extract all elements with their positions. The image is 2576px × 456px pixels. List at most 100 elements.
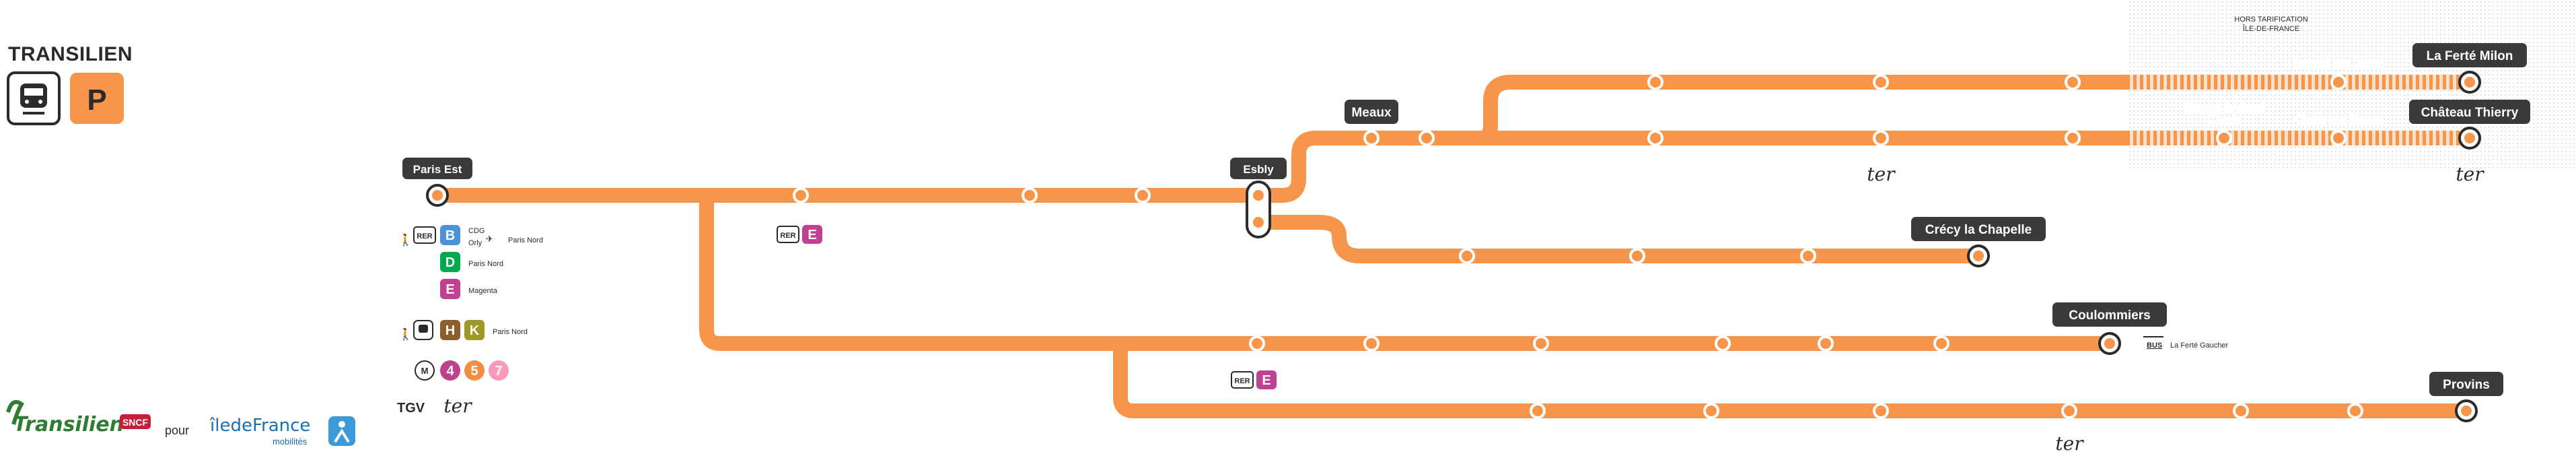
- svg-text:RER: RER: [1234, 377, 1250, 385]
- station-label: Thorigny: [1120, 170, 1166, 183]
- station-nangis[interactable]: Nangis: [1862, 385, 1900, 419]
- station-tournan[interactable]: Tournan: [1236, 318, 1279, 352]
- station-dot[interactable]: [2347, 403, 2363, 419]
- station-dot[interactable]: [2065, 130, 2081, 146]
- station-mormant[interactable]: Mormant: [1688, 385, 1735, 419]
- station-mareuil[interactable]: Mareuil sur Ourcq: [2292, 57, 2385, 90]
- station-label: Nogent l'Artaud: [2185, 101, 2264, 114]
- svg-text:Paris Nord: Paris Nord: [468, 260, 503, 268]
- station-dot[interactable]: [1363, 130, 1380, 146]
- station-dot[interactable]: [1647, 130, 1663, 146]
- station-label: Montbarbin: [1779, 231, 1836, 244]
- station-dot[interactable]: [1419, 130, 1435, 146]
- station-label: Isles Armentières: [1612, 45, 1699, 58]
- station-dot[interactable]: [1873, 130, 1889, 146]
- station-label: Charly: [2207, 113, 2241, 126]
- track-provins: [1113, 336, 2474, 418]
- station-dot[interactable]: [2065, 74, 2081, 90]
- station-dot[interactable]: [1363, 335, 1380, 352]
- station-meaux-stop[interactable]: [1363, 130, 1380, 146]
- station-dot[interactable]: [1459, 248, 1475, 264]
- svg-text:SNCF: SNCF: [122, 417, 149, 428]
- station-dot[interactable]: [793, 187, 809, 203]
- station-dot[interactable]: [1530, 403, 1546, 419]
- station-chezy[interactable]: Chézy sur Marne: [2294, 112, 2383, 146]
- station-label: Longueville: [2040, 386, 2098, 399]
- station-provins[interactable]: Provins: [2429, 372, 2503, 422]
- station-verneuil[interactable]: Verneuil l'Étang: [1497, 385, 1578, 419]
- station-mouroux[interactable]: Mouroux: [1918, 318, 1965, 352]
- svg-text:E: E: [808, 228, 816, 242]
- station-dot[interactable]: [1933, 335, 1949, 352]
- station-changis[interactable]: Changis Saint-Jean: [1604, 112, 1707, 146]
- station-dot[interactable]: [2330, 74, 2347, 90]
- label-coulommiers: Coulommiers: [2069, 308, 2150, 323]
- station-crecy[interactable]: Crécy la Chapelle: [1911, 217, 2046, 267]
- station-paris-est[interactable]: Paris Est: [402, 158, 472, 207]
- station-la-ferte-milon[interactable]: La Ferté Milon: [2412, 43, 2527, 94]
- station-label: Marles: [1354, 306, 1388, 319]
- label-esbly: Esbly: [1243, 163, 1274, 176]
- station-dot[interactable]: [1249, 335, 1265, 352]
- walk-icon: 🚶: [398, 233, 413, 247]
- station-dot[interactable]: [1873, 403, 1889, 419]
- station-label: Condé: [1450, 231, 1484, 244]
- station-dot[interactable]: [1873, 74, 1889, 90]
- station-chateau-thierry[interactable]: Château Thierry ter: [2409, 100, 2530, 185]
- label-chateau-thierry: Château Thierry: [2421, 106, 2519, 120]
- bus-destination: La Ferté Gaucher: [2170, 341, 2229, 350]
- station-dot[interactable]: [2233, 403, 2249, 419]
- station-dot[interactable]: [2330, 130, 2347, 146]
- station-dot[interactable]: [1703, 403, 1719, 419]
- station-dot[interactable]: [1818, 335, 1834, 352]
- station-dot[interactable]: [2216, 130, 2232, 146]
- station-trilport[interactable]: Trilport: [1408, 112, 1445, 146]
- station-label: Changis Saint-Jean: [1606, 113, 1705, 126]
- label-la-ferte-milon: La Ferté Milon: [2427, 49, 2513, 63]
- station-label: en Brie: [1353, 319, 1390, 331]
- station-dot[interactable]: [1533, 335, 1549, 352]
- station-longueville[interactable]: Longueville: [2039, 385, 2100, 419]
- station-dot[interactable]: [1022, 187, 1038, 203]
- station-dot[interactable]: [1800, 248, 1816, 264]
- station-label: Mormant: [1688, 386, 1733, 399]
- station-dot[interactable]: [2061, 403, 2077, 419]
- station-dot[interactable]: [1135, 187, 1151, 203]
- station-label: sur Ourcq: [1856, 57, 1906, 70]
- station-dot[interactable]: [1715, 335, 1731, 352]
- station-dot[interactable]: [1647, 74, 1663, 90]
- track-coulommiers: [699, 188, 2117, 351]
- station-dot[interactable]: [1629, 248, 1645, 264]
- paris-est-connections: 🚶 RER B CDG Orly ✈ Paris Nord D Paris No…: [397, 225, 543, 417]
- svg-text:5: 5: [470, 364, 478, 379]
- ter-logo: ter: [2456, 163, 2484, 185]
- svg-text:K: K: [470, 323, 480, 338]
- plane-icon: ✈: [486, 234, 493, 244]
- station-meaux[interactable]: Meaux: [1345, 100, 1398, 124]
- station-mortcerf[interactable]: Mortcerf: [1519, 318, 1563, 352]
- station-coulommiers[interactable]: Coulommiers BUS La Ferté Gaucher: [2052, 302, 2229, 355]
- svg-text:E: E: [445, 282, 454, 297]
- station-label: Poigny: [2338, 386, 2373, 399]
- station-label: Nangis: [1863, 386, 1899, 399]
- station-label: Couilly: [1620, 207, 1655, 220]
- station-esbly[interactable]: Esbly: [1230, 158, 1287, 238]
